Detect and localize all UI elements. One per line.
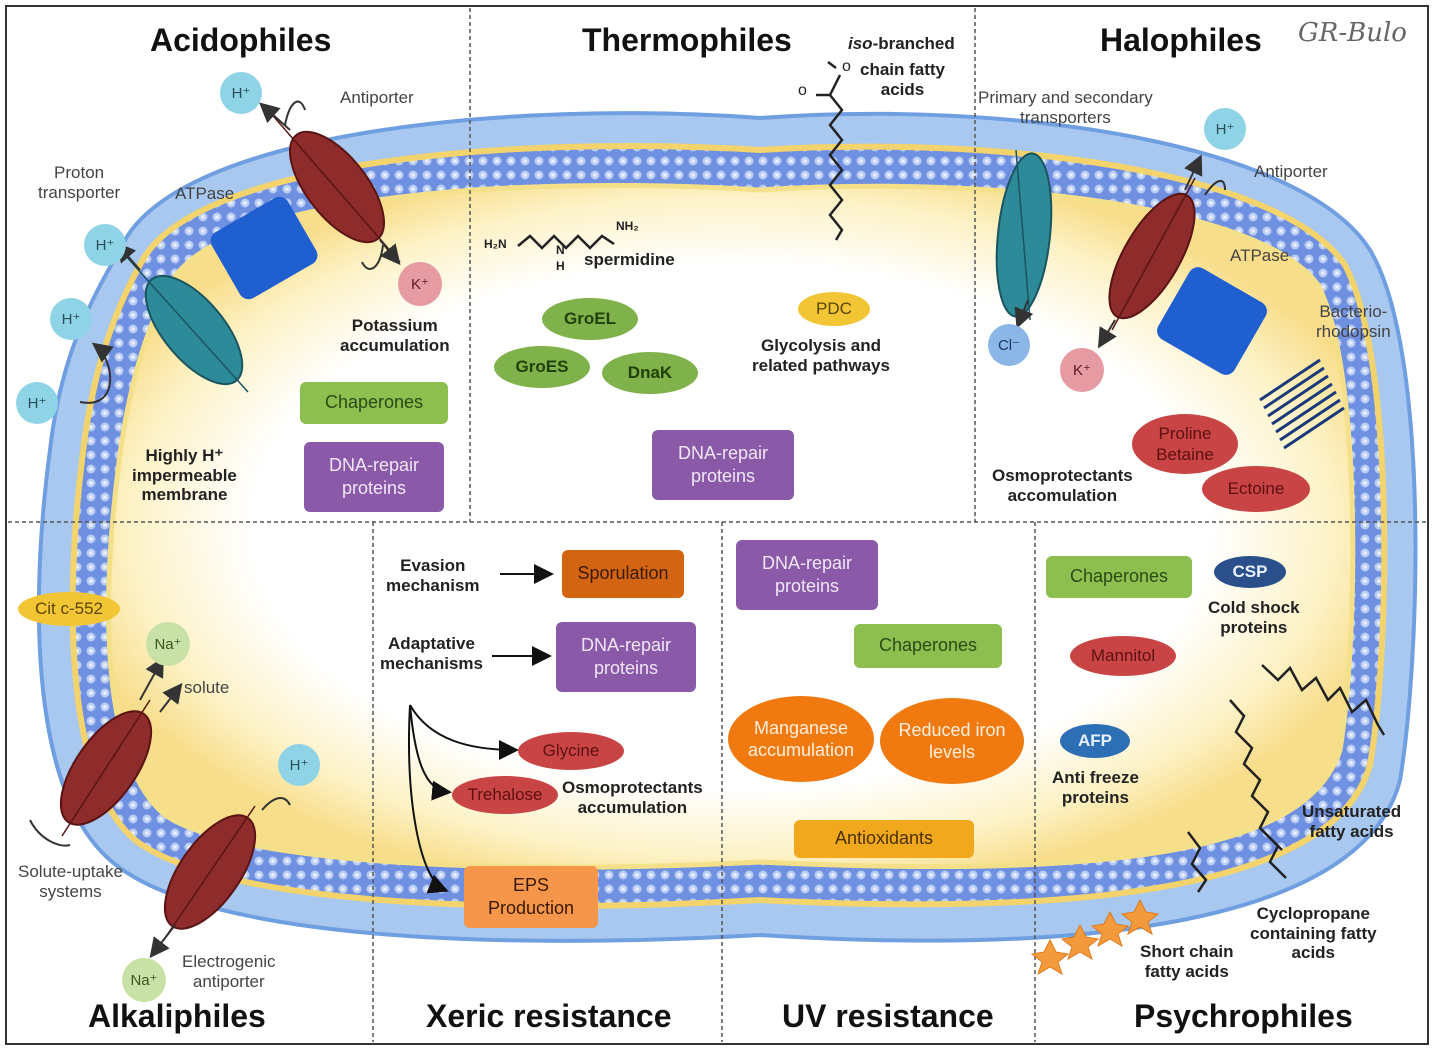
chaperones-box: Chaperones (1046, 556, 1192, 598)
h-ion: H⁺ (220, 72, 262, 114)
cyclopropane-label: Cyclopropane containing fatty acids (1250, 904, 1377, 963)
carbonyl-o: o (798, 82, 807, 99)
h-ion: H⁺ (84, 224, 126, 266)
chaperones-box: Chaperones (300, 382, 448, 424)
solute-label: solute (184, 678, 230, 697)
dna-repair-box: DNA-repair proteins (652, 430, 794, 500)
transporters-label: Primary and secondary transporters (978, 88, 1153, 127)
proline-betaine-ellipse: Proline Betaine (1132, 414, 1238, 474)
k-ion: K⁺ (398, 262, 442, 306)
xeric-arrows (408, 564, 554, 894)
panel-title-uv-resistance: UV resistance (782, 998, 994, 1034)
groel-ellipse: GroEL (542, 298, 638, 340)
psychrophile-stars (1030, 898, 1160, 976)
pdc-ellipse: PDC (798, 292, 870, 326)
acidophile-antiporter (259, 100, 401, 270)
glycine-ellipse: Glycine (518, 732, 624, 770)
chain-fatty-acids-label: chain fatty acids (860, 60, 946, 99)
impermeable-membrane-label: Highly H⁺ impermeable membrane (132, 446, 237, 505)
cold-shock-label: Cold shock proteins (1208, 598, 1300, 637)
h-group: H (556, 259, 565, 273)
iso-branched-label: iso-branched (848, 34, 955, 53)
atpase-label: ATPase (1230, 246, 1290, 265)
afp-ellipse: AFP (1060, 724, 1130, 758)
branched-fatty-acid (816, 61, 844, 241)
ectoine-ellipse: Ectoine (1202, 466, 1310, 512)
panel-title-xeric-resistance: Xeric resistance (426, 998, 672, 1034)
groes-ellipse: GroES (494, 346, 590, 388)
osmoprotectants-label: Osmoprotectants accumulation (562, 778, 703, 817)
electrogenic-antiporter-label: Electrogenic antiporter (182, 952, 276, 991)
halophile-atpase (1157, 267, 1267, 375)
bacteriorhodopsin-helices (1259, 358, 1345, 450)
unsaturated-fatty-acids-label: Unsaturated fatty acids (1302, 802, 1402, 841)
adaptative-mechanisms-label: Adaptative mechanisms (380, 634, 483, 673)
nh2-group: NH₂ (616, 219, 639, 233)
k-ion: K⁺ (1060, 348, 1104, 392)
csp-ellipse: CSP (1214, 556, 1286, 588)
osmoprotectants-label: Osmoprotectants accomulation (992, 466, 1133, 505)
glycolysis-label: Glycolysis and related pathways (752, 336, 890, 375)
dna-repair-box: DNA-repair proteins (556, 622, 696, 692)
antiporter-label: Antiporter (1254, 162, 1328, 181)
spermidine-label: spermidine (584, 250, 675, 269)
panel-title-psychrophiles: Psychrophiles (1134, 998, 1353, 1034)
mannitol-ellipse: Mannitol (1070, 636, 1176, 676)
evasion-mechanism-label: Evasion mechanism (386, 556, 480, 595)
signature: GR-Bulo (1298, 18, 1407, 48)
panel-title-thermophiles: Thermophiles (582, 22, 792, 58)
sporulation-box: Sporulation (562, 550, 684, 598)
panel-title-alkaliphiles: Alkaliphiles (88, 998, 266, 1034)
cell-membrane (36, 111, 1418, 943)
manganese-ellipse: Manganese accumulation (728, 696, 874, 782)
potassium-accumulation-label: Potassium accumulation (340, 316, 450, 355)
eps-production-box: EPS Production (464, 866, 598, 928)
proton-transporter-label: Proton transporter (38, 163, 121, 202)
hydroxyl-o: o (842, 58, 851, 75)
panel-title-acidophiles: Acidophiles (150, 22, 332, 58)
psychrophile-fatty-acids (1187, 664, 1386, 893)
alkaliphile-solute-uptake (29, 656, 183, 847)
h-ion: H⁺ (16, 382, 58, 424)
chaperones-box: Chaperones (854, 624, 1002, 668)
solute-uptake-label: Solute-uptake systems (18, 862, 123, 901)
short-chain-label: Short chain fatty acids (1140, 942, 1234, 981)
h-ion: H⁺ (278, 744, 320, 786)
dna-repair-box: DNA-repair proteins (304, 442, 444, 512)
panel-dividers (8, 8, 1426, 1042)
dnak-ellipse: DnaK (602, 352, 698, 394)
na-ion: Na⁺ (122, 958, 166, 1002)
reduced-iron-ellipse: Reduced iron levels (880, 698, 1024, 784)
na-ion: Na⁺ (146, 622, 190, 666)
alkaliphile-electrogenic-antiporter (149, 797, 291, 959)
dna-repair-box: DNA-repair proteins (736, 540, 878, 610)
antiporter-label: Antiporter (340, 88, 414, 107)
atpase-label: ATPase (175, 184, 235, 203)
h-ion: H⁺ (1204, 108, 1246, 150)
acidophile-atpase (210, 196, 318, 300)
proton-leak-arrow (79, 342, 114, 404)
halophile-antiporter (1097, 154, 1226, 349)
panel-title-halophiles: Halophiles (1100, 22, 1262, 58)
anti-freeze-label: Anti freeze proteins (1052, 768, 1139, 807)
outer-border (5, 5, 1429, 1045)
n-group: N (556, 243, 565, 257)
spermidine-molecule (517, 234, 615, 250)
bacteriorhodopsin-label: Bacterio- rhodopsin (1316, 302, 1391, 341)
h2n-group: H₂N (484, 237, 507, 251)
cl-ion: Cl⁻ (988, 324, 1030, 366)
halophile-primary-transporter (995, 149, 1053, 329)
cit-c552-ellipse: Cit c-552 (18, 592, 120, 626)
trehalose-ellipse: Trehalose (452, 776, 558, 814)
antioxidants-box: Antioxidants (794, 820, 974, 858)
h-ion: H⁺ (50, 298, 92, 340)
